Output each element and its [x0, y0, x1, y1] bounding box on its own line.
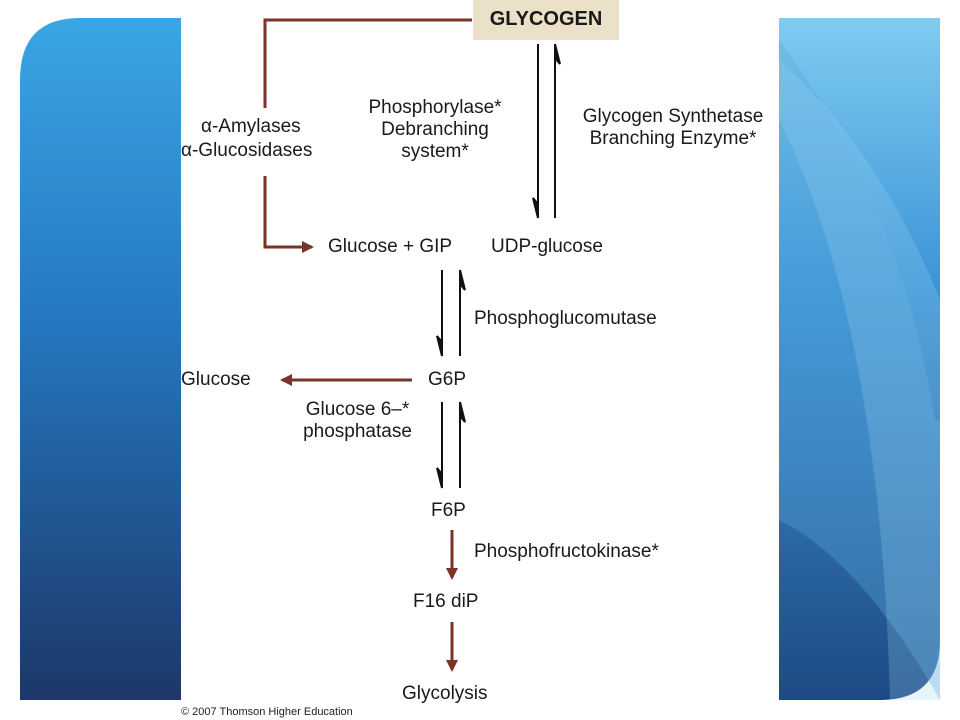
alpha-amylases-label: α-Amylases: [201, 116, 301, 137]
diagram-panel: [181, 0, 779, 704]
phosphofructokinase-label: Phosphofructokinase*: [474, 541, 659, 562]
phosphorylase-label: Phosphorylase* Debranching system*: [368, 97, 502, 162]
udp-glucose-node: UDP-glucose: [491, 236, 603, 257]
glucose-6-phosphatase-label: Glucose 6–* phosphatase: [303, 399, 412, 442]
glycogen-reversible-arrows: [532, 43, 561, 219]
g6p-node: G6P: [428, 369, 467, 390]
f16dip-node: F16 diP: [413, 591, 479, 612]
right-frame-swoosh: [779, 40, 940, 700]
glycolysis-node: Glycolysis: [402, 683, 488, 704]
glycogen-node: GLYCOGEN: [489, 8, 603, 30]
left-blue-frame: [20, 18, 181, 700]
g6p-f6p-arrows: [436, 401, 466, 489]
glycogen-synthetase-label: Glycogen Synthetase Branching Enzyme*: [582, 106, 764, 149]
glucose-node: Glucose: [181, 369, 251, 390]
copyright-notice: © 2007 Thomson Higher Education: [181, 706, 353, 718]
alpha-glucosidases-label: α-Glucosidases: [181, 140, 313, 161]
right-frame-swoosh-2: [779, 60, 940, 700]
f6p-node: F6P: [431, 500, 466, 521]
glucose-gip-node: Glucose + GIP: [328, 236, 453, 257]
phosphoglucomutase-arrows: [436, 269, 466, 357]
amylase-arrow: [263, 18, 472, 253]
glycogen-node-box: [473, 0, 619, 40]
right-blue-frame: [779, 18, 940, 700]
phosphoglucomutase-label: Phosphoglucomutase: [474, 308, 657, 329]
